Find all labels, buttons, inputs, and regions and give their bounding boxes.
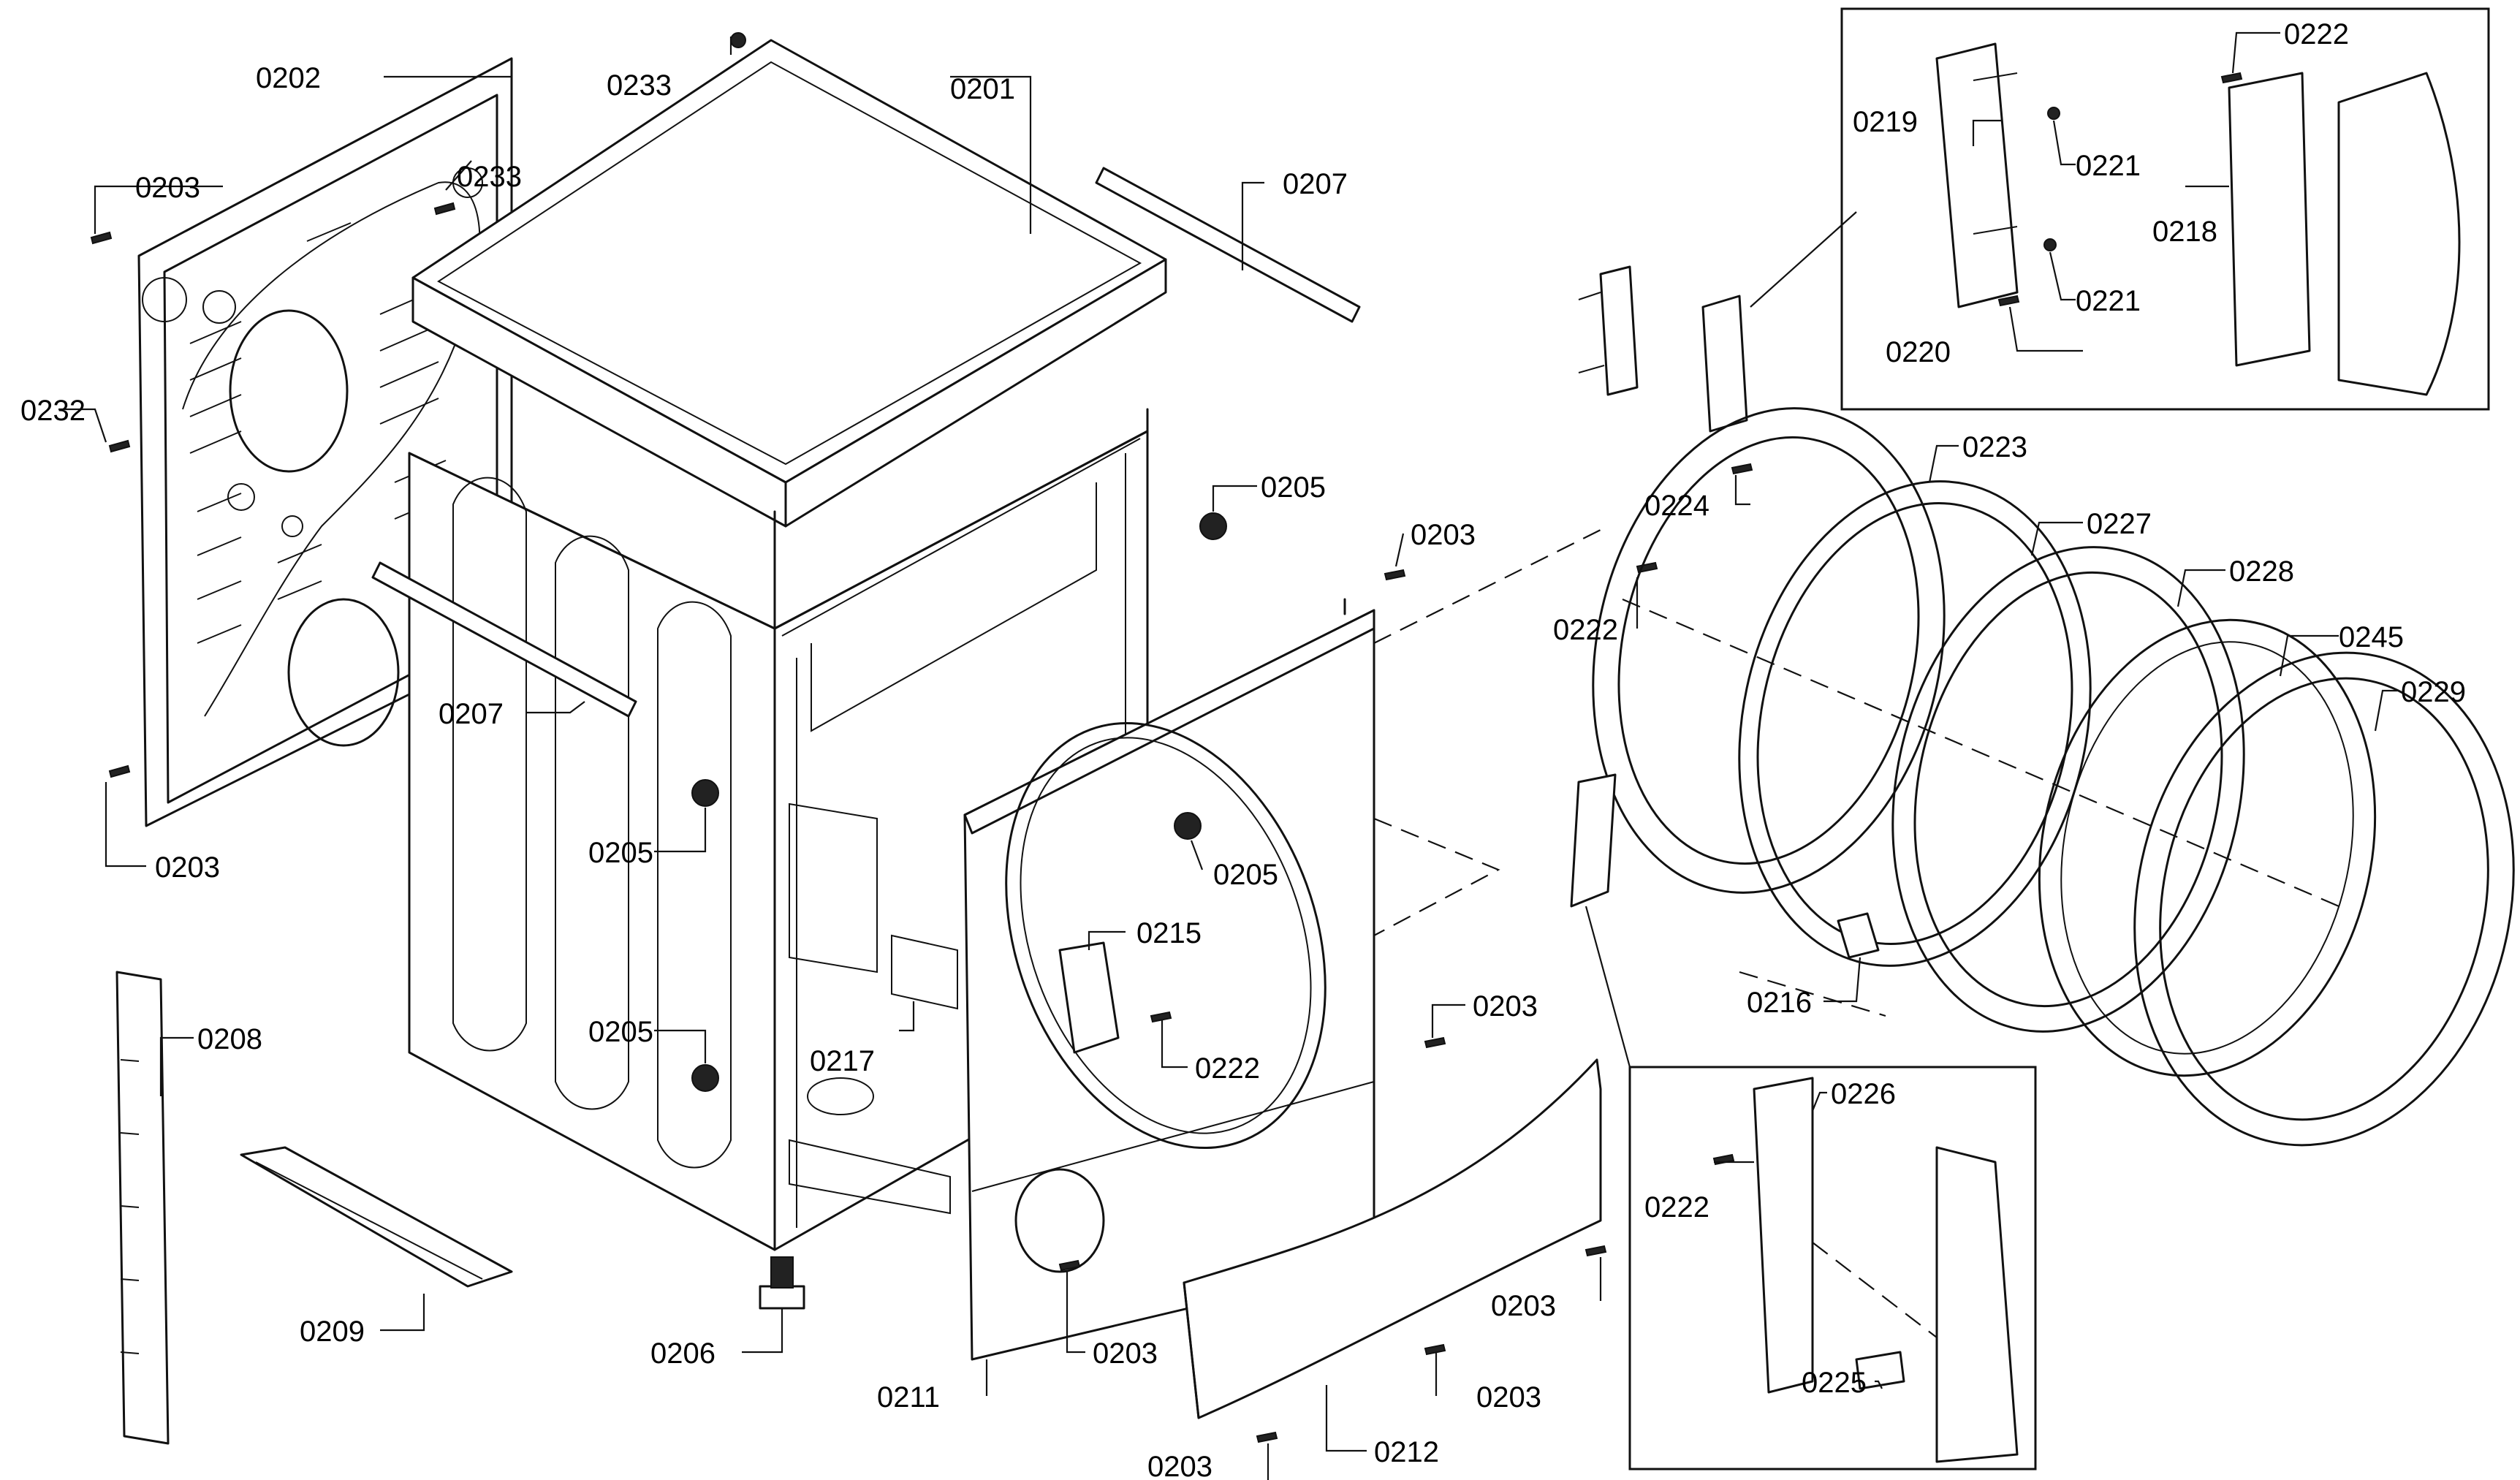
door-glass-ring: [1738, 480, 2092, 967]
door-hinge-small: [1578, 265, 1748, 433]
callout-0222-lock-inset: 0222: [1644, 1191, 1709, 1223]
callout-0217: 0217: [810, 1045, 875, 1077]
door-latch: [1837, 912, 1880, 959]
callout-0209: 0209: [300, 1316, 365, 1348]
callout-0222-front: 0222: [1195, 1052, 1260, 1085]
base-rail: [240, 1146, 513, 1288]
front-panel: [963, 598, 1375, 1361]
callout-0203-front-side: 0203: [1473, 990, 1538, 1022]
screws: [90, 32, 1753, 1443]
cross-brace-top: [1095, 167, 1361, 323]
top-cover: [411, 39, 1167, 528]
callout-0206: 0206: [650, 1337, 716, 1370]
door-frame-outer: [1592, 407, 1946, 894]
callout-0205-front: 0205: [1213, 859, 1278, 891]
inset-hinge-detail: [1750, 7, 2490, 411]
callout-0233-top: 0233: [607, 69, 672, 102]
cross-brace-left: [371, 561, 637, 718]
callout-0216: 0216: [1747, 987, 1812, 1019]
callout-0232: 0232: [20, 395, 86, 427]
callout-0207-top: 0207: [1283, 168, 1348, 200]
vertical-rail: [115, 971, 170, 1445]
callout-0212: 0212: [1374, 1436, 1439, 1468]
adjustable-foot: [759, 1256, 805, 1310]
callout-0223: 0223: [1962, 431, 2027, 463]
callout-0225: 0225: [1802, 1367, 1867, 1399]
callout-0218: 0218: [2152, 216, 2217, 248]
callout-labels: 0201 0202 0203 0233 0233 0207 0232 0203 …: [20, 18, 2466, 1480]
callout-0203-rear-bottom: 0203: [155, 851, 220, 884]
callout-0203-rear-top: 0203: [135, 172, 200, 204]
inset-lock-detail: [1585, 906, 2037, 1470]
callout-0207-left: 0207: [439, 698, 504, 730]
callout-0229: 0229: [2401, 676, 2466, 708]
callout-0226: 0226: [1831, 1078, 1896, 1110]
callout-0203-front-bottom: 0203: [1093, 1337, 1158, 1370]
callout-0222-hinge-inset: 0222: [2284, 18, 2349, 50]
callout-0245: 0245: [2339, 621, 2404, 653]
callout-0221-bottom: 0221: [2076, 285, 2141, 317]
callout-0205-top: 0205: [1261, 471, 1326, 504]
door-inner-ring: [1891, 546, 2245, 1033]
callout-0203-kick-left: 0203: [1147, 1451, 1212, 1480]
door-lock-small: [1570, 773, 1617, 908]
door-glass: [2038, 618, 2377, 1077]
callout-0211: 0211: [877, 1381, 940, 1413]
callout-0227: 0227: [2087, 508, 2152, 540]
callout-0215: 0215: [1136, 917, 1202, 949]
assembly-lines: [1373, 525, 2339, 1017]
callout-leaders: [58, 31, 2397, 1480]
callout-0221-top: 0221: [2076, 150, 2141, 182]
callout-0224: 0224: [1644, 490, 1709, 522]
callout-0202: 0202: [256, 62, 321, 94]
callout-0233-rear: 0233: [457, 161, 522, 193]
callout-0208: 0208: [197, 1023, 262, 1055]
callout-0205-upper: 0205: [588, 837, 653, 869]
door-outer-trim: [2133, 651, 2515, 1147]
callout-0203-kick-center: 0203: [1476, 1381, 1541, 1413]
callout-0203-front-top: 0203: [1411, 519, 1476, 551]
callout-0222-ring: 0222: [1553, 614, 1618, 646]
callout-0205-lower: 0205: [588, 1016, 653, 1048]
kick-plate: [1183, 1058, 1602, 1419]
callout-0228: 0228: [2229, 555, 2294, 588]
callout-0203-kick-right: 0203: [1491, 1290, 1556, 1322]
callout-0219: 0219: [1853, 106, 1918, 138]
callout-0220: 0220: [1886, 336, 1951, 368]
cabinet-body: [408, 408, 1149, 1310]
callout-0201: 0201: [950, 73, 1015, 105]
